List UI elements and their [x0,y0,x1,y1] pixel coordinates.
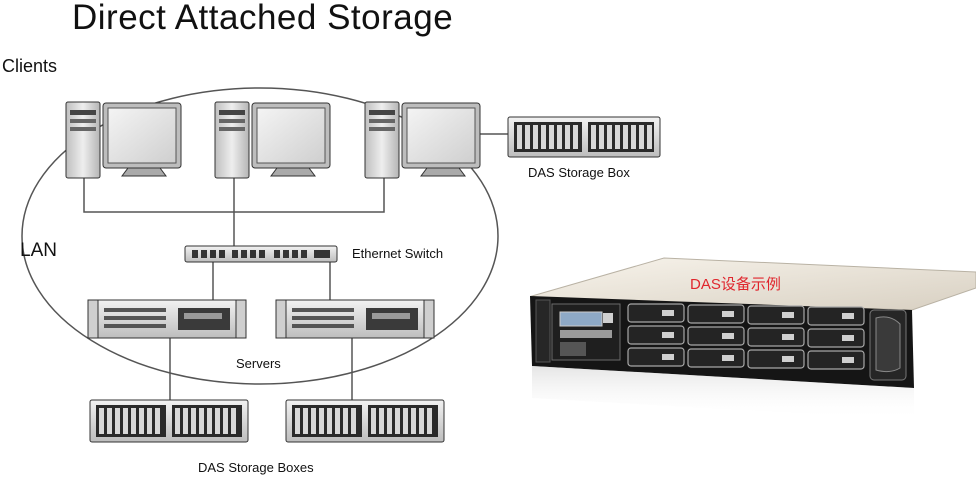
lan-label: LAN [20,240,57,261]
das-device-example-photo [530,257,976,420]
client-workstation-2 [214,101,331,179]
das-storage-box-right [285,399,445,443]
ethernet-switch-label: Ethernet Switch [352,246,444,261]
servers-label: Servers [236,356,281,371]
connection-lines [83,133,508,402]
lan-ellipse [21,87,499,385]
das-storage-box [507,116,661,158]
client-workstation-3 [364,101,481,179]
das-storage-boxes-label: DAS Storage Boxes [198,460,314,475]
server-1 [87,299,247,339]
client-workstation-1 [65,101,182,179]
clients-label: Clients [2,56,58,76]
server-2 [275,299,435,339]
diagram-title: Direct Attached Storage [72,0,454,37]
das-storage-box-left [89,399,249,443]
ethernet-switch [184,245,338,263]
das-storage-box-label: DAS Storage Box [528,165,630,180]
das-example-label: DAS设备示例 [690,276,781,293]
